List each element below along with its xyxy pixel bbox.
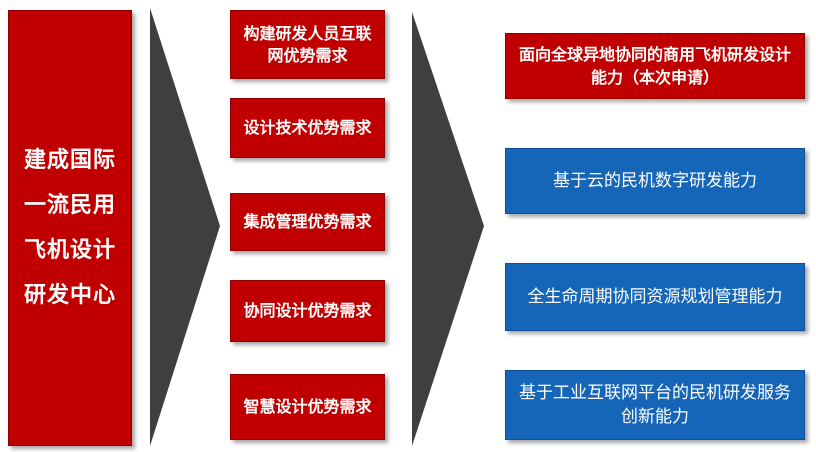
need-box-integration: 集成管理优势需求 — [230, 193, 385, 251]
chevron-arrow-2 — [412, 12, 484, 446]
capability-box-cloud: 基于云的民机数字研发能力 — [505, 148, 805, 214]
capability-label: 基于云的民机数字研发能力 — [553, 171, 757, 191]
need-label: 设计技术优势需求 — [243, 118, 372, 137]
main-goal-text: 建成国际一流民用飞机设计研发中心 — [23, 148, 116, 308]
need-label: 智慧设计优势需求 — [243, 397, 372, 416]
need-box-collaboration: 协同设计优势需求 — [230, 280, 385, 342]
need-label: 协同设计优势需求 — [243, 301, 372, 320]
need-box-design-tech: 设计技术优势需求 — [230, 98, 385, 158]
need-box-internet: 构建研发人员互联网优势需求 — [230, 10, 385, 79]
chevron-arrow-1 — [150, 8, 220, 446]
need-label: 集成管理优势需求 — [243, 212, 372, 231]
capability-label: 面向全球异地协同的商用飞机研发设计能力（本次申请） — [518, 45, 791, 87]
capability-label: 基于工业互联网平台的民机研发服务创新能力 — [519, 383, 791, 427]
need-label: 构建研发人员互联网优势需求 — [243, 23, 372, 65]
capability-box-global: 面向全球异地协同的商用飞机研发设计能力（本次申请） — [505, 33, 805, 99]
capability-box-lifecycle: 全生命周期协同资源规划管理能力 — [505, 263, 805, 331]
capability-box-platform: 基于工业互联网平台的民机研发服务创新能力 — [505, 370, 805, 440]
main-goal-box: 建成国际一流民用飞机设计研发中心 — [8, 10, 132, 446]
need-box-smart: 智慧设计优势需求 — [230, 374, 385, 440]
capability-label: 全生命周期协同资源规划管理能力 — [527, 287, 783, 307]
